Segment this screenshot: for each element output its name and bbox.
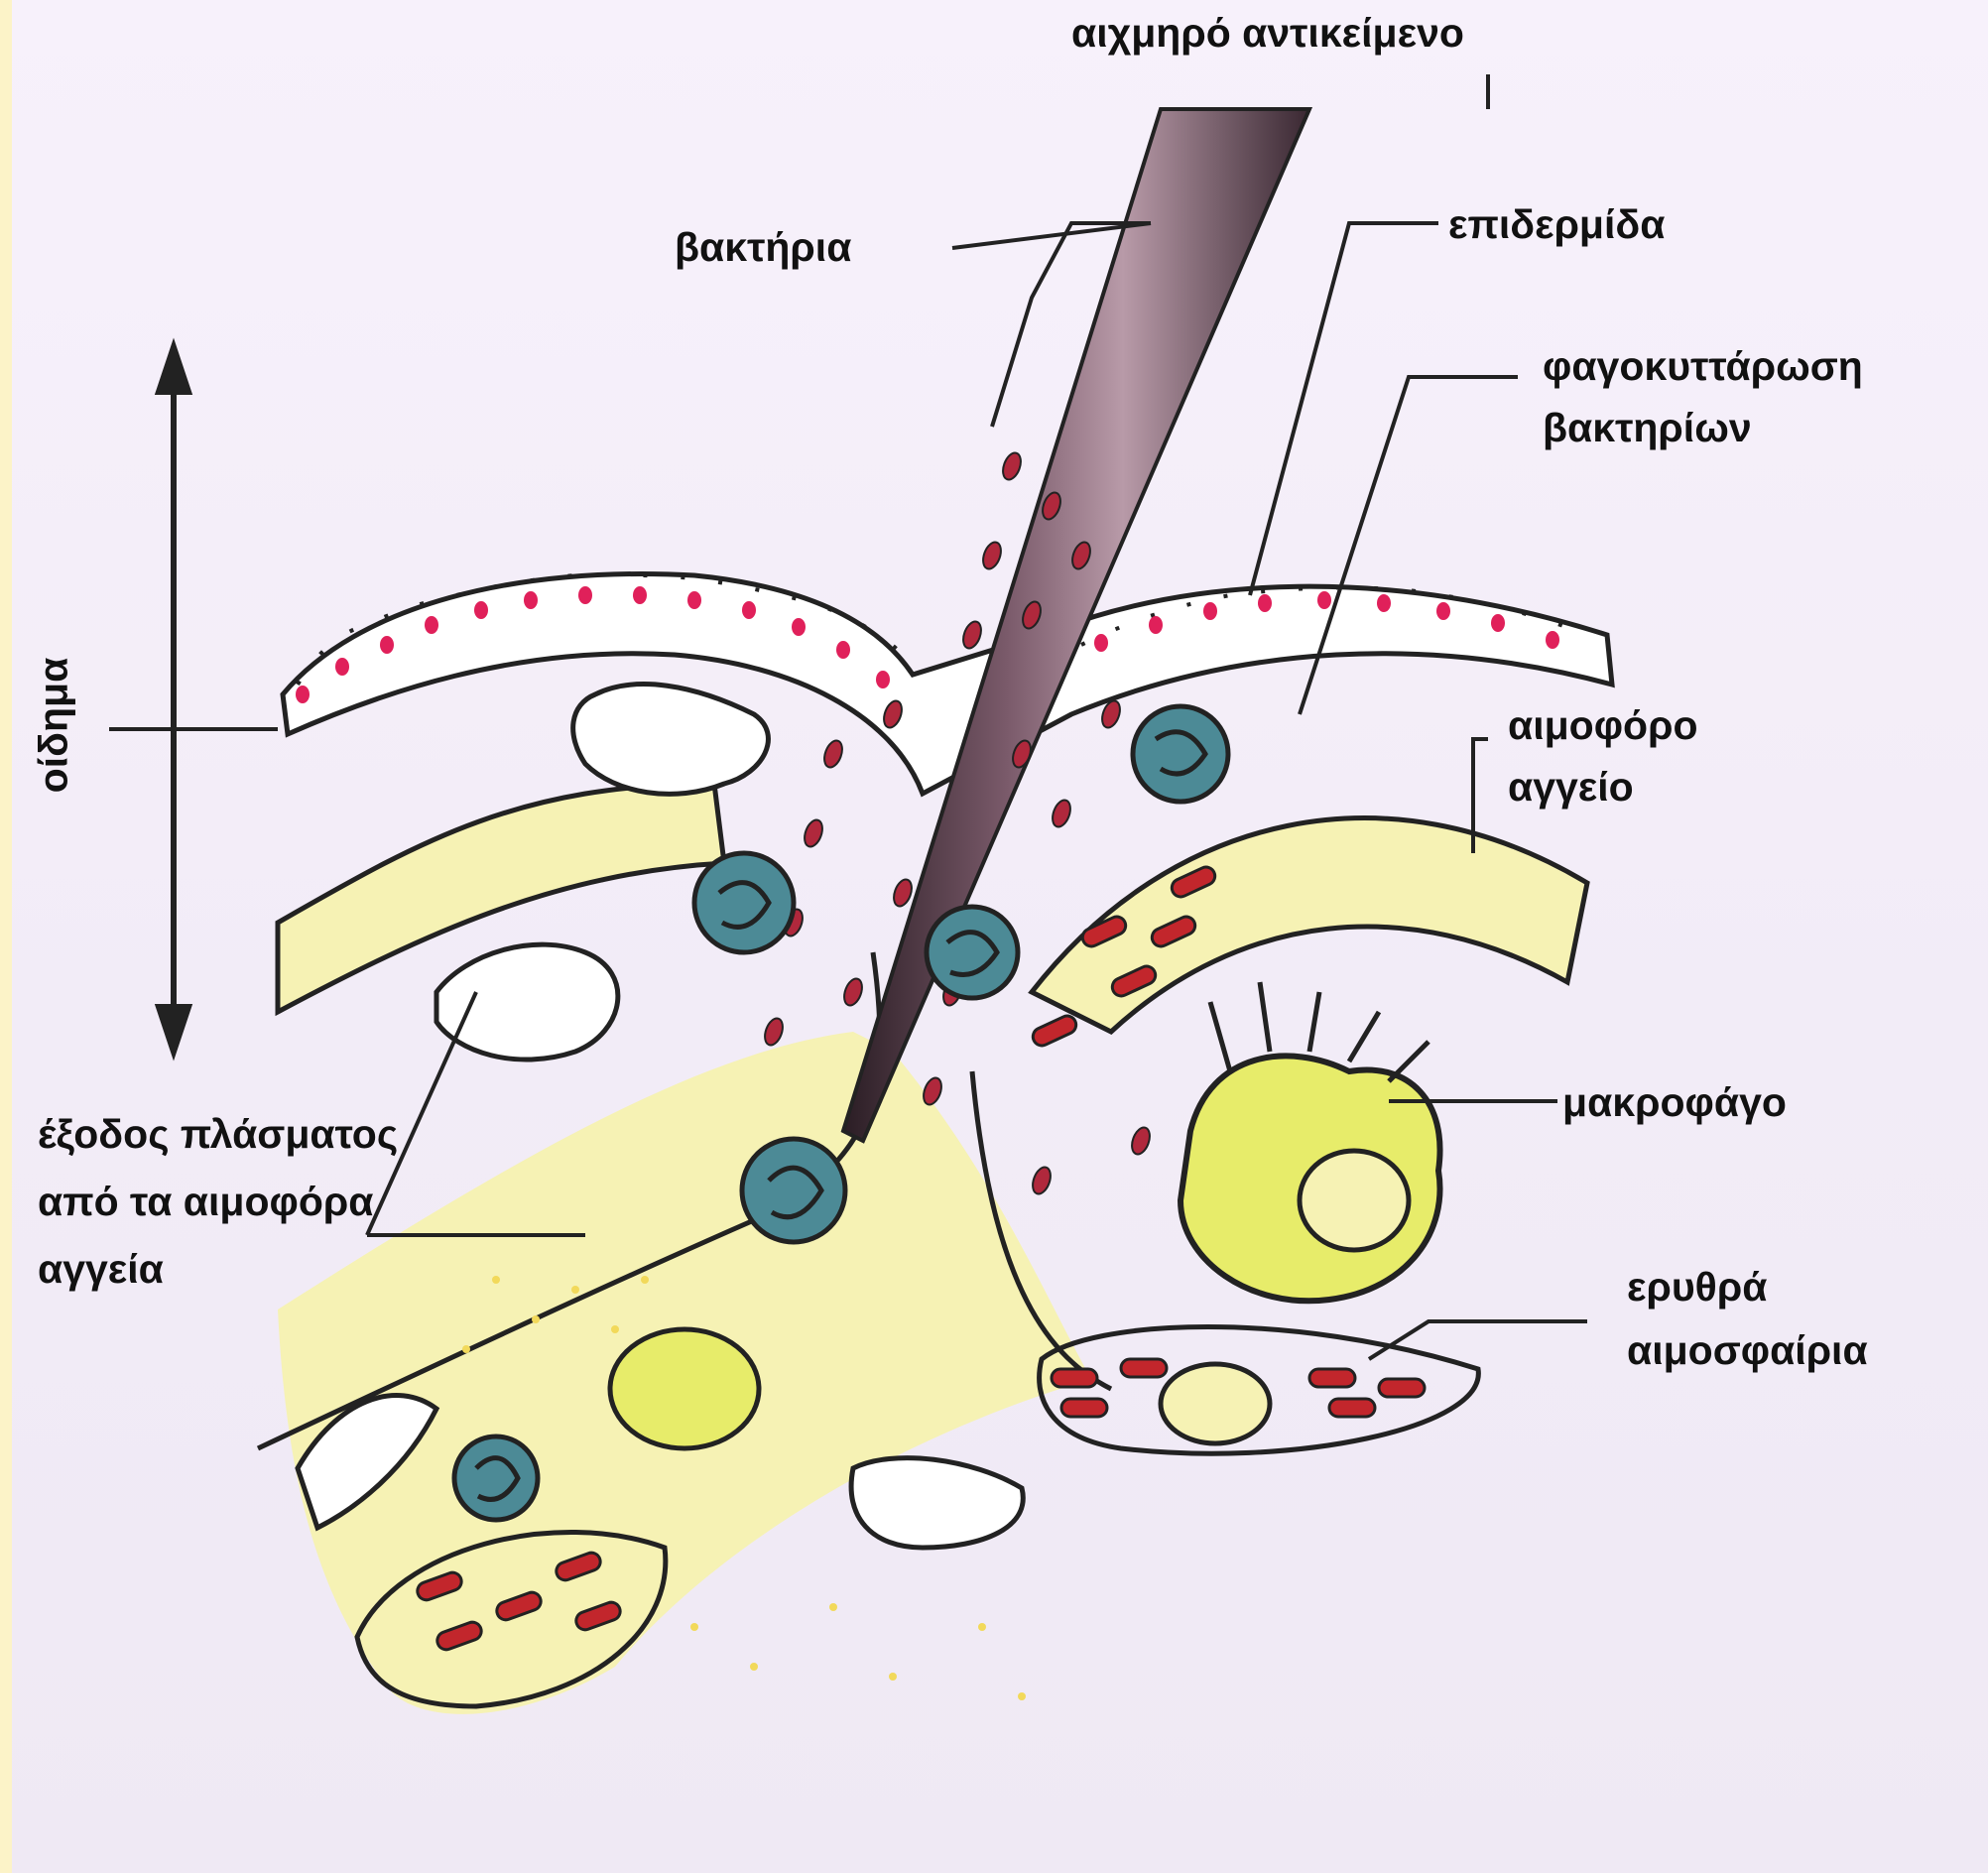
granular-cell bbox=[610, 1329, 759, 1448]
phagocyte-center bbox=[927, 907, 1018, 998]
label-phagocytosis-2: βακτηρίων bbox=[1543, 397, 1752, 458]
label-red-cells-1: ερυθρά bbox=[1627, 1256, 1767, 1317]
phagocyte-lower-left bbox=[742, 1139, 845, 1242]
label-edema: οίδημα bbox=[22, 658, 83, 794]
label-epidermis: επιδερμίδα bbox=[1448, 193, 1665, 255]
phagocyte-bottom-vessel bbox=[454, 1436, 538, 1520]
label-macrophage: μακροφάγο bbox=[1562, 1071, 1787, 1133]
label-blood-vessel-2: αγγείο bbox=[1508, 756, 1634, 817]
phagocyte-left bbox=[694, 853, 794, 952]
label-phagocytosis-1: φαγοκυττάρωση bbox=[1543, 335, 1863, 397]
label-plasma-exit-1: έξοδος πλάσματος bbox=[38, 1103, 398, 1165]
macrophage-cell bbox=[1180, 982, 1440, 1301]
label-blood-vessel-1: αιμοφόρο bbox=[1508, 694, 1698, 756]
label-plasma-exit-2: από τα αιμοφόρα bbox=[38, 1171, 373, 1232]
label-sharp-object: αιχμηρό αντικείμενο bbox=[1071, 2, 1464, 63]
phagocyte-upper-right bbox=[1133, 706, 1228, 802]
label-bacteria: βακτήρια bbox=[675, 216, 851, 278]
label-plasma-exit-3: αγγεία bbox=[38, 1238, 164, 1300]
edema-arrow bbox=[159, 347, 188, 1052]
label-red-cells-2: αιμοσφαίρια bbox=[1627, 1319, 1868, 1381]
